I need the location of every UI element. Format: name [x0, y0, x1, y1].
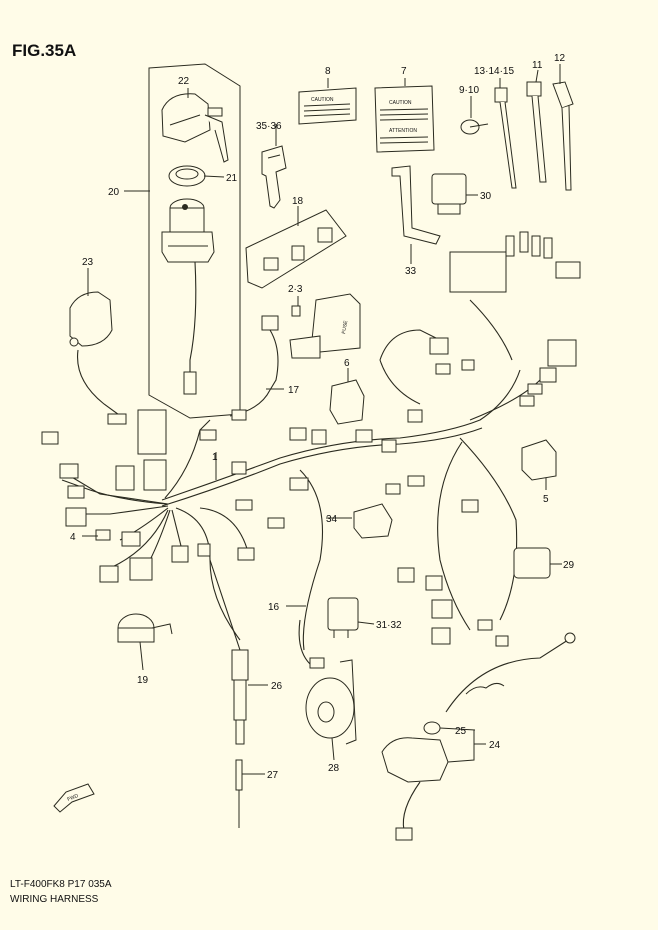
- callout-31-32: 31·32: [376, 620, 402, 631]
- callout-11: 11: [532, 60, 543, 71]
- footer-code: LT-F400FK8 P17 035A: [10, 879, 112, 890]
- callout-23: 23: [82, 257, 94, 268]
- harness-connectors-left[interactable]: [41, 409, 285, 583]
- key-blank-35-36[interactable]: [261, 145, 287, 209]
- stop-switch-connector[interactable]: [395, 827, 413, 841]
- callout-7: 7: [401, 66, 407, 77]
- callouts: 22 21 20 35·36 8 7 9·10 13·14·15 11 12 1…: [70, 53, 575, 781]
- callout-17: 17: [288, 385, 300, 396]
- callout-12: 12: [554, 53, 566, 64]
- harness-connectors-right[interactable]: [289, 231, 581, 647]
- ignition-connector[interactable]: [183, 371, 197, 395]
- svg-text:CAUTION: CAUTION: [311, 97, 334, 103]
- starter-relay-19[interactable]: [117, 613, 173, 643]
- callout-21: 21: [226, 173, 238, 184]
- callout-1: 1: [212, 452, 218, 463]
- cable-tie-12[interactable]: [552, 81, 574, 191]
- callout-30: 30: [480, 191, 492, 202]
- tether-cord: [445, 639, 569, 713]
- relay-29[interactable]: [513, 547, 551, 579]
- clamp-9-10[interactable]: [460, 119, 489, 135]
- callout-2-3: 2·3: [288, 284, 303, 295]
- relay-30[interactable]: [431, 173, 467, 215]
- bracket-33[interactable]: [391, 165, 441, 245]
- callout-27: 27: [267, 770, 279, 781]
- footer-title: WIRING HARNESS: [10, 894, 99, 905]
- relay-31-32[interactable]: [327, 597, 359, 638]
- callout-9-10: 9·10: [459, 85, 479, 96]
- callout-16: 16: [268, 602, 280, 613]
- callout-35-36: 35·36: [256, 121, 282, 132]
- sensor-lead-26: [209, 559, 241, 651]
- figure-title: FIG.35A: [12, 41, 76, 60]
- cable-tie-13-14-15[interactable]: [494, 87, 517, 189]
- leader-lines: [82, 64, 562, 775]
- horn-connector-16[interactable]: [309, 657, 325, 669]
- ignition-switch-body[interactable]: [161, 198, 215, 263]
- fuse-2-3[interactable]: [291, 305, 301, 317]
- horn-28[interactable]: [305, 659, 357, 745]
- cover-5[interactable]: [521, 439, 557, 481]
- caution-attention-label-7[interactable]: CAUTION ATTENTION: [374, 85, 435, 153]
- sensor-26[interactable]: [231, 649, 249, 745]
- callout-25: 25: [455, 726, 467, 737]
- callout-5: 5: [543, 494, 549, 505]
- ring-nut-21[interactable]: [168, 165, 206, 187]
- fuse-box[interactable]: FUSE: [289, 293, 361, 359]
- connector-4: [95, 529, 111, 541]
- callout-28: 28: [328, 763, 340, 774]
- callout-33: 33: [405, 266, 417, 277]
- fwd-direction-arrow: FWD: [53, 783, 95, 813]
- callout-26: 26: [271, 681, 283, 692]
- callout-34: 34: [326, 514, 338, 525]
- caution-label-8[interactable]: CAUTION: [298, 87, 357, 125]
- callout-24: 24: [489, 740, 501, 751]
- stop-switch-lead: [402, 781, 421, 831]
- svg-text:ATTENTION: ATTENTION: [389, 128, 417, 134]
- bracket-34[interactable]: [353, 503, 393, 539]
- tether-clip[interactable]: [564, 632, 576, 644]
- tether-coil: [465, 682, 505, 695]
- ignition-key-22[interactable]: [161, 93, 229, 163]
- callout-6: 6: [344, 358, 350, 369]
- switch-key-25: [423, 721, 441, 735]
- fuse-box-connector[interactable]: [261, 315, 279, 331]
- cover-6[interactable]: [329, 379, 365, 425]
- svg-text:FWD: FWD: [67, 793, 80, 803]
- callout-8: 8: [325, 66, 331, 77]
- svg-text:CAUTION: CAUTION: [389, 100, 412, 106]
- handlebar-switch-23[interactable]: [69, 291, 113, 347]
- switch-lead-23: [76, 349, 127, 421]
- stop-switch-24[interactable]: [381, 721, 449, 783]
- callout-19: 19: [137, 675, 149, 686]
- callout-18: 18: [292, 196, 304, 207]
- main-harness-1[interactable]: [59, 299, 541, 651]
- ignition-lead: [189, 261, 197, 372]
- callout-29: 29: [563, 560, 575, 571]
- callout-20: 20: [108, 187, 120, 198]
- callout-22: 22: [178, 76, 190, 87]
- cable-tie-11[interactable]: [526, 81, 547, 183]
- callout-13-14-15: 13·14·15: [474, 66, 514, 77]
- callout-4: 4: [70, 532, 76, 543]
- fuse-bracket-18[interactable]: [245, 209, 347, 289]
- pin-27[interactable]: [235, 759, 243, 828]
- svg-text:FUSE: FUSE: [341, 320, 349, 335]
